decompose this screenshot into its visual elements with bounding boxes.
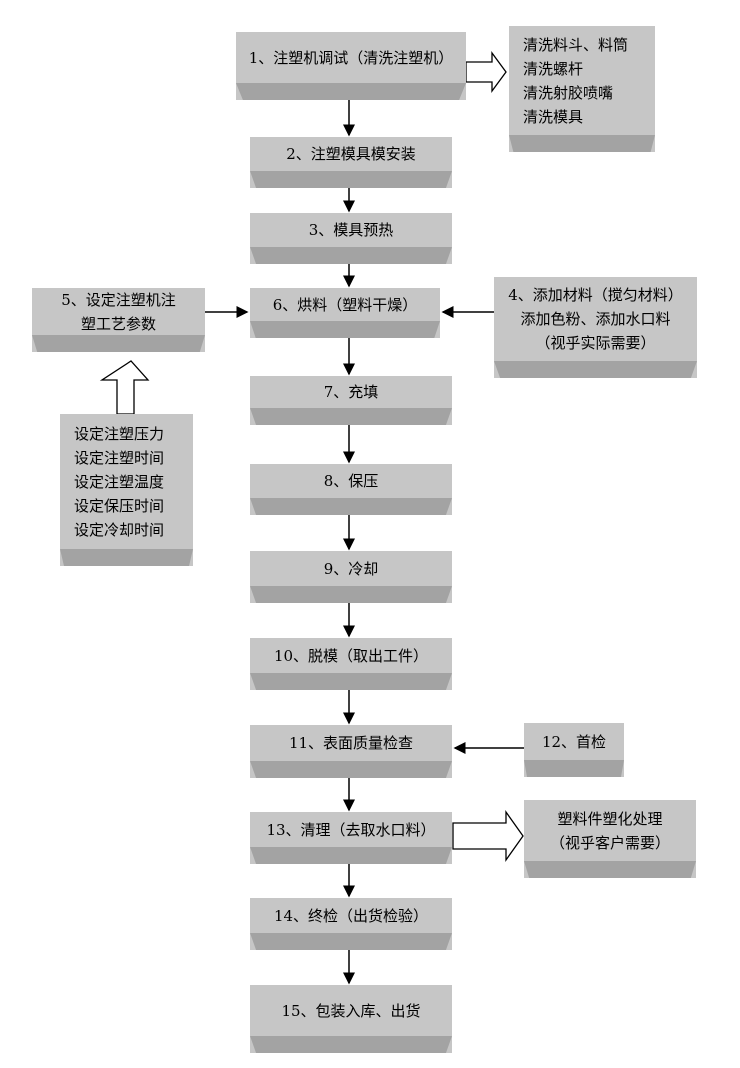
step-4-line: 4、添加材料（搅匀材料） <box>508 286 683 304</box>
step-3-label: 3、模具预热 <box>308 221 394 239</box>
step-11-label: 11、表面质量检查 <box>288 734 414 752</box>
note-line: 设定保压时间 <box>74 496 165 515</box>
hollow-arrow-13-post <box>452 809 524 863</box>
step-5-line: 5、设定注塑机注 <box>61 290 176 309</box>
hollow-arrow-1-cleaning <box>465 51 507 93</box>
note-line: 设定注塑温度 <box>74 472 165 491</box>
step-10-label: 10、脱模（取出工件） <box>273 646 429 665</box>
step-8-label: 8、保压 <box>323 472 379 490</box>
note-line: 设定冷却时间 <box>74 520 165 539</box>
step-4-line: 添加色粉、添加水口料 <box>520 310 671 328</box>
step-10-box: 10、脱模（取出工件） <box>250 638 452 690</box>
note-line: 塑料件塑化处理 <box>557 809 663 828</box>
step-9-box: 9、冷却 <box>250 551 452 603</box>
step-5-box: 5、设定注塑机注塑工艺参数 <box>32 288 205 352</box>
step-6-box: 6、烘料（塑料干燥） <box>250 288 440 338</box>
step-7-label: 7、充填 <box>323 383 379 401</box>
step-3-box: 3、模具预热 <box>250 213 452 264</box>
step-4-box: 4、添加材料（搅匀材料） 添加色粉、添加水口料 （视乎实际需要） <box>494 277 697 378</box>
step-15-box: 15、包装入库、出货 <box>250 985 452 1053</box>
post-note-box: 塑料件塑化处理 （视乎客户需要） <box>524 800 696 878</box>
step-5-line: 塑工艺参数 <box>80 314 156 333</box>
note-line: 设定注塑压力 <box>74 424 165 443</box>
step-8-box: 8、保压 <box>250 464 452 515</box>
note-line: 清洗料斗、料筒 <box>523 35 629 54</box>
step-14-box: 14、终检（出货检验） <box>250 898 452 950</box>
hollow-arrow-params-5 <box>99 360 150 415</box>
step-14-label: 14、终检（出货检验） <box>273 906 429 925</box>
step-13-label: 13、清理（去取水口料） <box>266 820 436 839</box>
step-15-label: 15、包装入库、出货 <box>281 1001 421 1020</box>
step-12-label: 12、首检 <box>541 732 607 751</box>
cleaning-note-box: 清洗料斗、料筒清洗螺杆清洗射胶喷嘴清洗模具 <box>509 26 655 152</box>
step-2-box: 2、注塑模具模安装 <box>250 137 452 188</box>
step-4-line: （视乎实际需要） <box>535 334 656 352</box>
note-line: （视乎客户需要） <box>549 833 670 852</box>
note-line: 清洗射胶喷嘴 <box>523 83 614 102</box>
step-7-box: 7、充填 <box>250 376 452 425</box>
step-11-box: 11、表面质量检查 <box>250 725 452 778</box>
step-2-label: 2、注塑模具模安装 <box>286 145 416 163</box>
step-6-label: 6、烘料（塑料干燥） <box>272 295 418 314</box>
step-1-box: 1、注塑机调试（清洗注塑机） <box>236 32 466 100</box>
params-note-box: 设定注塑压力设定注塑时间设定注塑温度设定保压时间设定冷却时间 <box>60 414 193 566</box>
step-9-label: 9、冷却 <box>323 559 379 578</box>
step-13-box: 13、清理（去取水口料） <box>250 812 452 864</box>
note-line: 清洗螺杆 <box>523 59 584 78</box>
note-line: 设定注塑时间 <box>74 448 165 467</box>
step-12-box: 12、首检 <box>524 723 624 777</box>
step-1-label: 1、注塑机调试（清洗注塑机） <box>248 48 454 67</box>
note-line: 清洗模具 <box>523 107 584 126</box>
